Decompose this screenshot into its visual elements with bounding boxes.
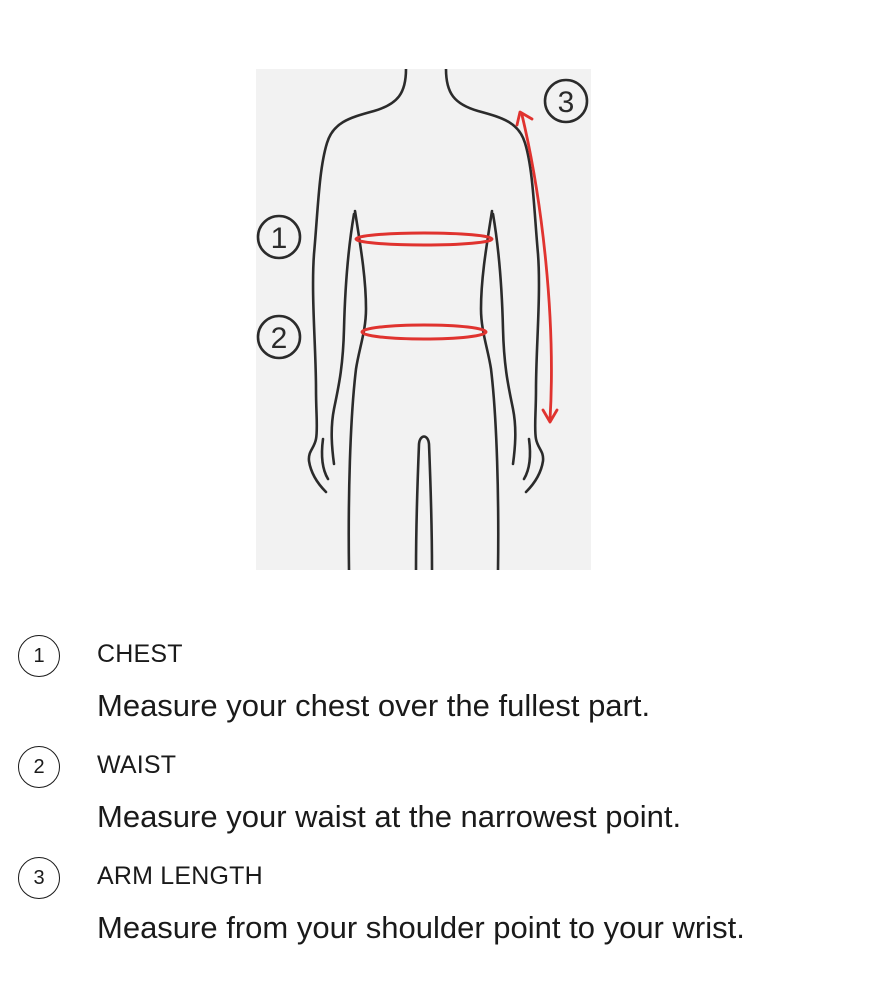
chest-marker-icon xyxy=(256,214,302,260)
measurement-item-arm-length: 3 ARM LENGTH Measure from your shoulder … xyxy=(0,857,869,977)
arm-length-marker-icon xyxy=(543,78,589,124)
measurement-description: Measure from your shoulder point to your… xyxy=(97,910,745,945)
measurement-description: Measure your waist at the narrowest poin… xyxy=(97,799,682,834)
chest-marker-label: 1 xyxy=(271,222,288,255)
waist-marker-label: 2 xyxy=(271,322,288,355)
measurement-item-chest: 1 CHEST Measure your chest over the full… xyxy=(0,635,869,755)
body-outline-illustration: 1 2 3 xyxy=(256,69,589,570)
arm-length-marker-label: 3 xyxy=(558,86,575,119)
measurement-description: Measure your chest over the fullest part… xyxy=(97,688,651,723)
step-number-badge: 1 xyxy=(18,635,60,677)
measurement-title: WAIST xyxy=(97,751,177,779)
measurement-title: ARM LENGTH xyxy=(97,862,263,890)
measurement-title: CHEST xyxy=(97,640,183,668)
waist-marker-icon xyxy=(256,314,302,360)
body-measurement-figure: 1 2 3 xyxy=(256,69,591,570)
step-number-badge: 2 xyxy=(18,746,60,788)
step-number-badge: 3 xyxy=(18,857,60,899)
measurement-item-waist: 2 WAIST Measure your waist at the narrow… xyxy=(0,746,869,866)
